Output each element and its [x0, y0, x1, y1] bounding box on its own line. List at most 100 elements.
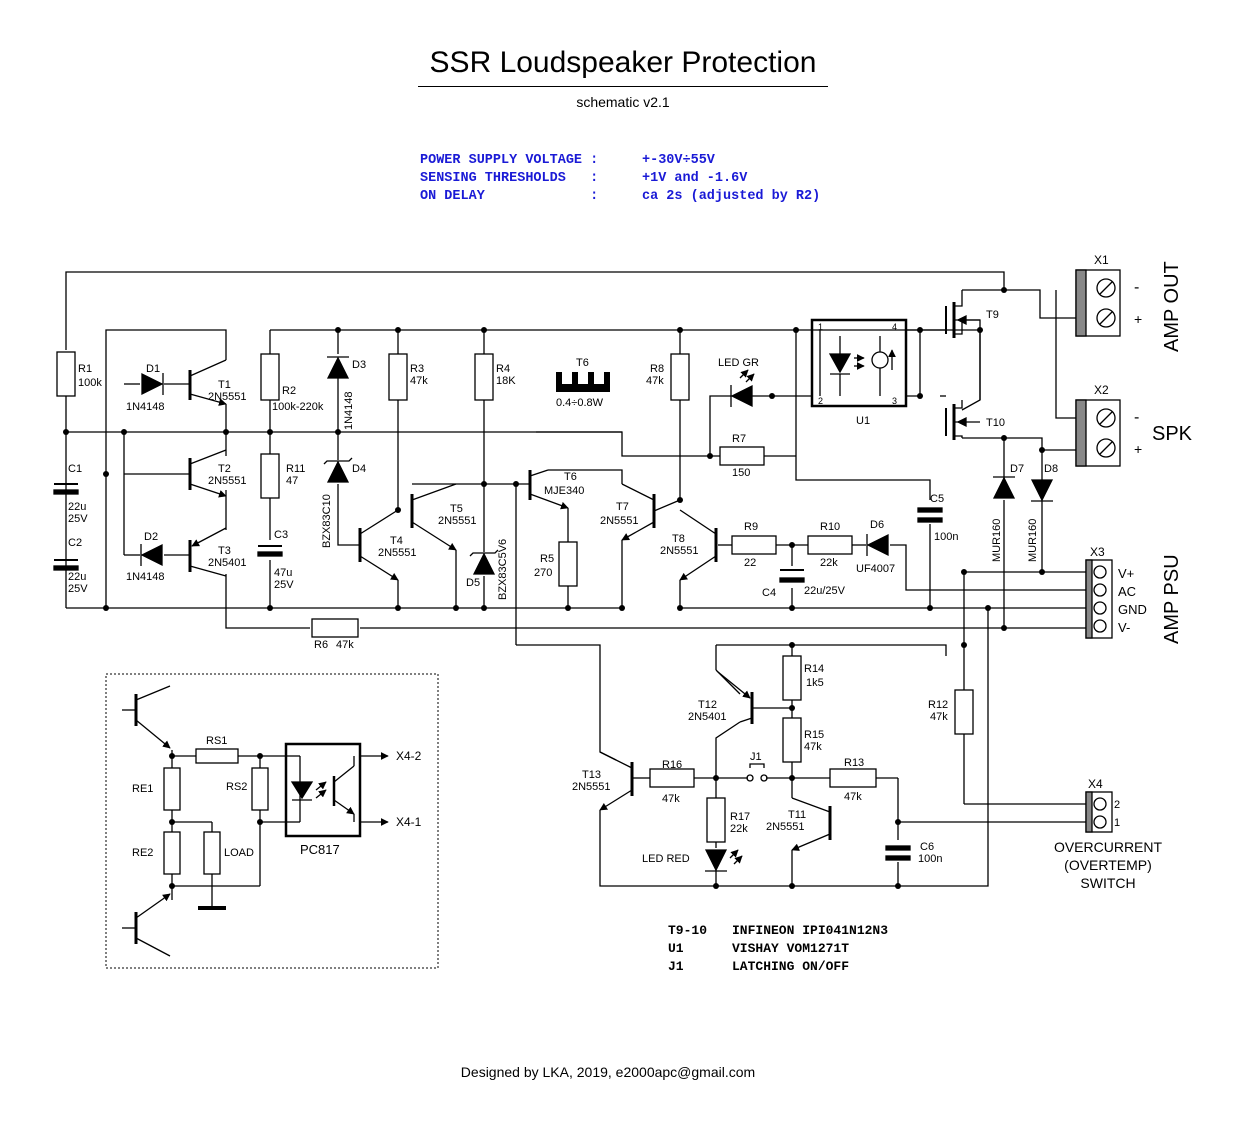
diodes [140, 356, 1054, 872]
label-c3-rating: 25V [274, 579, 294, 591]
junctions [63, 287, 1045, 889]
label-t6-below: T6 [564, 471, 577, 483]
resistor-r14 [782, 655, 802, 701]
label-load: LOAD [224, 847, 254, 859]
label-r5: R5 [540, 553, 554, 565]
resistor-r11 [260, 453, 280, 499]
label-t6-value: MJE340 [544, 485, 584, 497]
label-t2-value: 2N5551 [208, 475, 247, 487]
label-d8: D8 [1044, 463, 1058, 475]
label-d7-value: MUR160 [991, 519, 1003, 562]
label-x4-1: X4-1 [396, 815, 422, 829]
label-x3-pin3: GND [1118, 602, 1147, 617]
transistor-t2 [188, 449, 227, 498]
label-re1: RE1 [132, 783, 153, 795]
label-t12: T12 [698, 699, 717, 711]
transistor-t8 [679, 509, 718, 581]
transistors [188, 359, 832, 851]
label-d3: D3 [352, 359, 366, 371]
heatsink-icon [556, 372, 610, 392]
label-r17-value: 22k [730, 823, 748, 835]
label-x4-pin2: 2 [1114, 799, 1120, 811]
label-x3-pin2: AC [1118, 584, 1136, 599]
label-r15-value: 47k [804, 741, 822, 753]
label-d1: D1 [146, 363, 160, 375]
label-t1: T1 [218, 379, 231, 391]
label-d2-value: 1N4148 [126, 571, 165, 583]
label-d5-value: BZX83C5V6 [497, 539, 509, 600]
capacitor-c4 [779, 569, 805, 583]
transistor-t12 [717, 671, 754, 724]
resistor-r2 [260, 353, 280, 401]
label-x4: X4 [1088, 777, 1103, 791]
connector-x2 [1075, 399, 1121, 467]
label-r10-value: 22k [820, 557, 838, 569]
label-r5-value: 270 [534, 567, 552, 579]
label-re2: RE2 [132, 847, 153, 859]
transistor-t13 [599, 751, 640, 811]
transistor-t3 [188, 527, 227, 577]
label-t6-heatsink: 0.4÷0.8W [556, 397, 604, 409]
diode-d8 [1030, 479, 1054, 502]
label-c2-value: 22u [68, 571, 86, 583]
diode-d2 [140, 543, 163, 567]
label-r16-value: 47k [662, 793, 680, 805]
label-u1-pin3: 3 [892, 396, 897, 406]
label-r12: R12 [928, 699, 948, 711]
label-t3-value: 2N5401 [208, 557, 247, 569]
label-u1-pin4: 4 [892, 322, 897, 332]
resistor-r3 [388, 353, 408, 401]
label-t4: T4 [390, 535, 403, 547]
label-t4-value: 2N5551 [378, 547, 417, 559]
label-d3-value: 1N4148 [343, 391, 355, 430]
label-led-red: LED RED [642, 853, 690, 865]
label-d7: D7 [1010, 463, 1024, 475]
label-x4-name-1: OVERCURRENT [1054, 839, 1163, 855]
label-r7: R7 [732, 433, 746, 445]
label-x1-name: AMP OUT [1161, 261, 1183, 352]
label-u1-pin1: 1 [818, 322, 823, 332]
led-red [704, 849, 743, 872]
label-r8-value: 47k [646, 375, 664, 387]
label-r6: R6 [314, 639, 328, 651]
label-r16: R16 [662, 759, 682, 771]
page-title: SSR Loudspeaker Protection [418, 46, 828, 87]
label-u1: U1 [856, 415, 870, 427]
label-t2: T2 [218, 463, 231, 475]
transistor-t1 [188, 359, 227, 406]
label-r11-value: 47 [286, 475, 298, 487]
label-x2-name: SPK [1152, 423, 1193, 445]
resistor-r12 [954, 689, 974, 735]
label-c4: C4 [762, 587, 776, 599]
label-t10: T10 [986, 417, 1005, 429]
label-c5: C5 [930, 493, 944, 505]
label-r14-value: 1k5 [806, 677, 824, 689]
label-c2: C2 [68, 537, 82, 549]
optocoupler-u1 [810, 318, 908, 408]
transistor-t11 [791, 797, 832, 851]
capacitor-c2 [53, 559, 79, 571]
label-t6: T6 [576, 357, 589, 369]
transistor-t6 [528, 469, 569, 510]
label-c2-rating: 25V [68, 583, 88, 595]
label-x3-pin1: V+ [1118, 566, 1134, 581]
label-r14: R14 [804, 663, 824, 675]
label-t13: T13 [582, 769, 601, 781]
label-r7-value: 150 [732, 467, 750, 479]
label-r3-value: 47k [410, 375, 428, 387]
diode-d3 [326, 356, 350, 379]
note-ref: U1 [668, 941, 684, 956]
label-c6-value: 100n [918, 853, 942, 865]
label-t5: T5 [450, 503, 463, 515]
led-green [730, 369, 755, 408]
label-r3: R3 [410, 363, 424, 375]
diode-d7 [992, 476, 1016, 499]
connectors [1075, 269, 1121, 833]
label-d4: D4 [352, 463, 366, 475]
label-x4-pin1: 1 [1114, 817, 1120, 829]
resistor-r9 [731, 535, 777, 555]
resistor-r16 [649, 768, 695, 788]
